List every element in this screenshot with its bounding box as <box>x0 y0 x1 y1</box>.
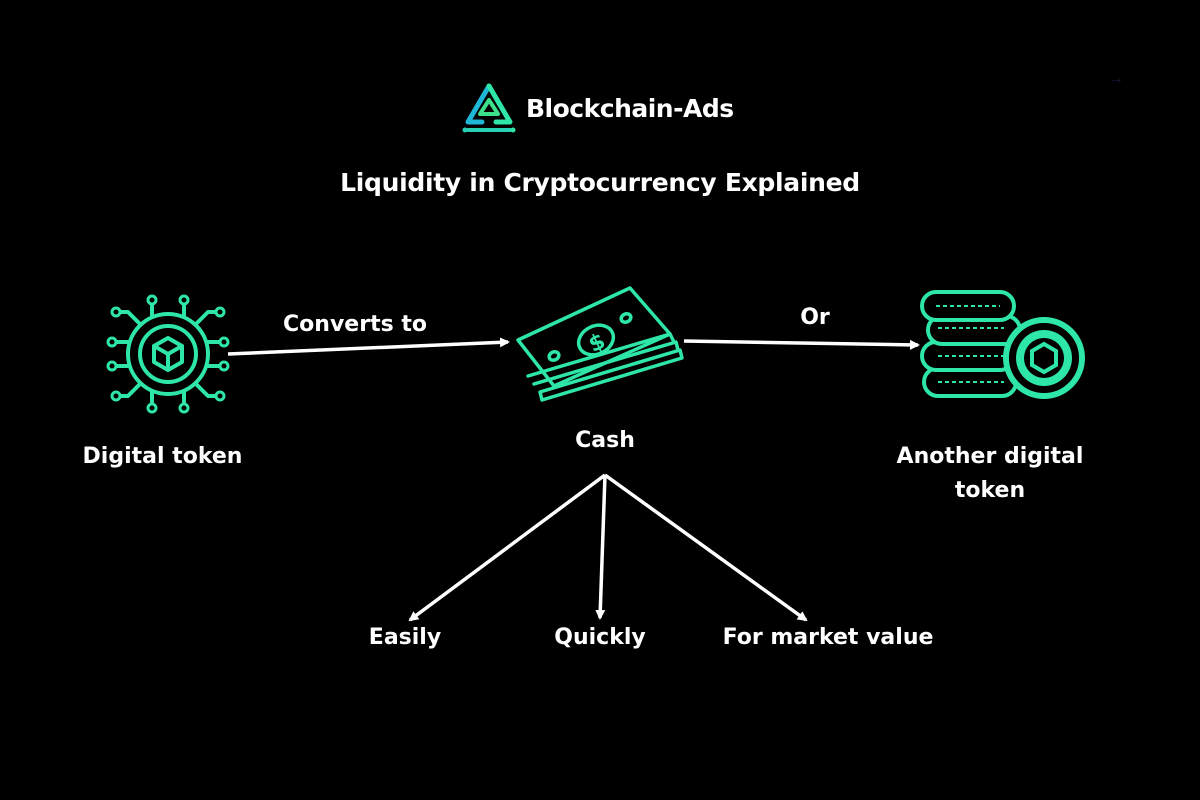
arrow-easily <box>408 473 607 622</box>
node-another-digital-token-line1: Another digital <box>896 444 1084 469</box>
coin-stack-icon <box>920 290 1085 399</box>
node-for-market-value: For market value <box>722 625 934 650</box>
node-quickly: Quickly <box>554 625 646 650</box>
arrow-market-value <box>603 473 808 622</box>
arrow-right-icon: → <box>1108 70 1124 87</box>
brand-name: Blockchain-Ads <box>526 93 734 123</box>
edge-label-or: Or <box>800 305 830 330</box>
node-easily: Easily <box>368 625 442 650</box>
node-another-digital-token: Another digital token <box>880 440 1100 508</box>
brand: Blockchain-Ads <box>460 80 734 136</box>
blockchain-ads-logo-icon <box>462 83 516 133</box>
edge-label-converts-to: Converts to <box>283 312 427 337</box>
cash-icon: $ <box>516 286 684 402</box>
node-cash: Cash <box>575 428 635 453</box>
arrow-or <box>683 339 920 350</box>
node-digital-token: Digital token <box>82 444 243 469</box>
arrow-quickly <box>595 474 607 620</box>
arrow-converts-to <box>227 337 510 356</box>
page-title: Liquidity in Cryptocurrency Explained <box>340 168 860 197</box>
node-another-digital-token-line2: token <box>954 478 1026 503</box>
digital-token-icon <box>106 294 230 414</box>
